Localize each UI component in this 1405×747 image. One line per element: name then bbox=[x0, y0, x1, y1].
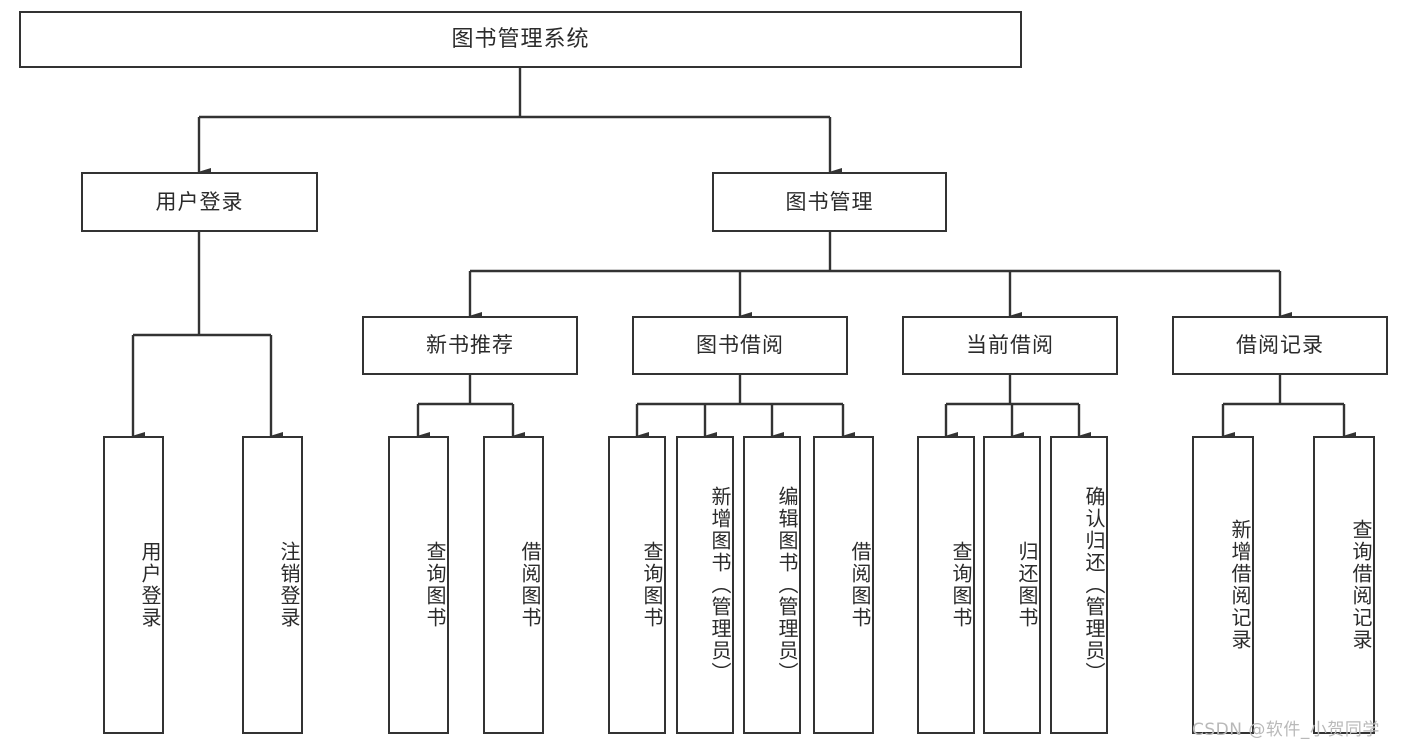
node-leaf-borrow-book-2-label: 借阅图书 bbox=[848, 541, 872, 629]
node-user-login-label: 用户登录 bbox=[155, 189, 244, 214]
node-leaf-return-book[interactable]: 归还图书 bbox=[983, 436, 1041, 734]
node-current-borrow[interactable]: 当前借阅 bbox=[902, 316, 1118, 375]
node-borrow-record[interactable]: 借阅记录 bbox=[1172, 316, 1388, 375]
node-leaf-query-book-1-label: 查询图书 bbox=[423, 541, 447, 629]
node-leaf-add-book-label: 新增图书（管理员） bbox=[708, 486, 732, 684]
node-leaf-query-book-2[interactable]: 查询图书 bbox=[608, 436, 666, 734]
node-leaf-confirm-return[interactable]: 确认归还（管理员） bbox=[1050, 436, 1108, 734]
node-new-book-recommend-label: 新书推荐 bbox=[426, 333, 514, 358]
node-leaf-query-record[interactable]: 查询借阅记录 bbox=[1313, 436, 1375, 734]
node-user-login[interactable]: 用户登录 bbox=[81, 172, 318, 232]
node-leaf-query-book-3-label: 查询图书 bbox=[949, 541, 973, 629]
node-book-borrow-label: 图书借阅 bbox=[696, 333, 784, 358]
csdn-watermark: CSDN @软件_小贺同学 bbox=[1192, 720, 1380, 740]
node-leaf-logout-login[interactable]: 注销登录 bbox=[242, 436, 303, 734]
node-leaf-add-record[interactable]: 新增借阅记录 bbox=[1192, 436, 1254, 734]
node-borrow-record-label: 借阅记录 bbox=[1236, 333, 1324, 358]
node-current-borrow-label: 当前借阅 bbox=[966, 333, 1054, 358]
node-new-book-recommend[interactable]: 新书推荐 bbox=[362, 316, 578, 375]
node-leaf-logout-login-label: 注销登录 bbox=[277, 541, 301, 629]
node-leaf-edit-book[interactable]: 编辑图书（管理员） bbox=[743, 436, 801, 734]
node-leaf-query-book-3[interactable]: 查询图书 bbox=[917, 436, 975, 734]
node-leaf-user-login-label: 用户登录 bbox=[138, 541, 162, 629]
node-leaf-edit-book-label: 编辑图书（管理员） bbox=[775, 486, 799, 684]
node-leaf-borrow-book-1[interactable]: 借阅图书 bbox=[483, 436, 544, 734]
node-book-manage[interactable]: 图书管理 bbox=[712, 172, 947, 232]
node-root-system-label: 图书管理系统 bbox=[451, 26, 590, 52]
node-leaf-add-record-label: 新增借阅记录 bbox=[1228, 519, 1252, 651]
node-leaf-confirm-return-label: 确认归还（管理员） bbox=[1082, 486, 1106, 684]
node-book-manage-label: 图书管理 bbox=[785, 189, 874, 214]
node-leaf-borrow-book-2[interactable]: 借阅图书 bbox=[813, 436, 874, 734]
node-root-system[interactable]: 图书管理系统 bbox=[19, 11, 1022, 68]
node-book-borrow[interactable]: 图书借阅 bbox=[632, 316, 848, 375]
node-leaf-add-book[interactable]: 新增图书（管理员） bbox=[676, 436, 734, 734]
node-leaf-query-book-1[interactable]: 查询图书 bbox=[388, 436, 449, 734]
node-leaf-borrow-book-1-label: 借阅图书 bbox=[518, 541, 542, 629]
node-leaf-return-book-label: 归还图书 bbox=[1015, 541, 1039, 629]
node-leaf-user-login[interactable]: 用户登录 bbox=[103, 436, 164, 734]
node-leaf-query-book-2-label: 查询图书 bbox=[640, 541, 664, 629]
node-leaf-query-record-label: 查询借阅记录 bbox=[1349, 519, 1373, 651]
